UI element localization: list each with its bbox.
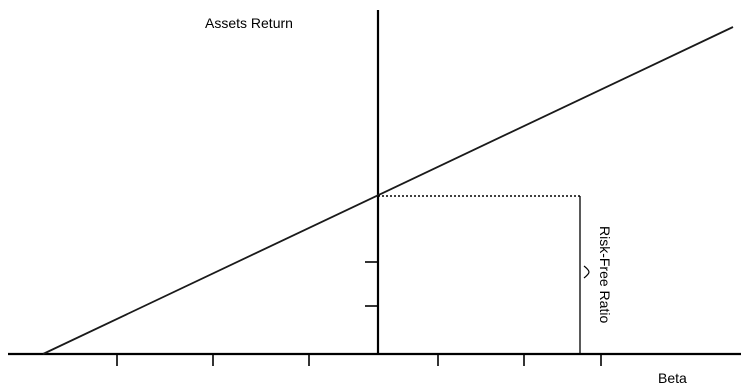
- x-axis-ticks: [116, 354, 602, 366]
- x-axis-label: Beta: [658, 370, 687, 386]
- risk-free-brace: [583, 265, 590, 279]
- security-market-line: [42, 26, 734, 355]
- risk-free-annotation: Risk-Free Ratio: [597, 226, 613, 323]
- y-axis-ticks: [365, 261, 378, 307]
- y-axis-label: Assets Return: [205, 15, 293, 31]
